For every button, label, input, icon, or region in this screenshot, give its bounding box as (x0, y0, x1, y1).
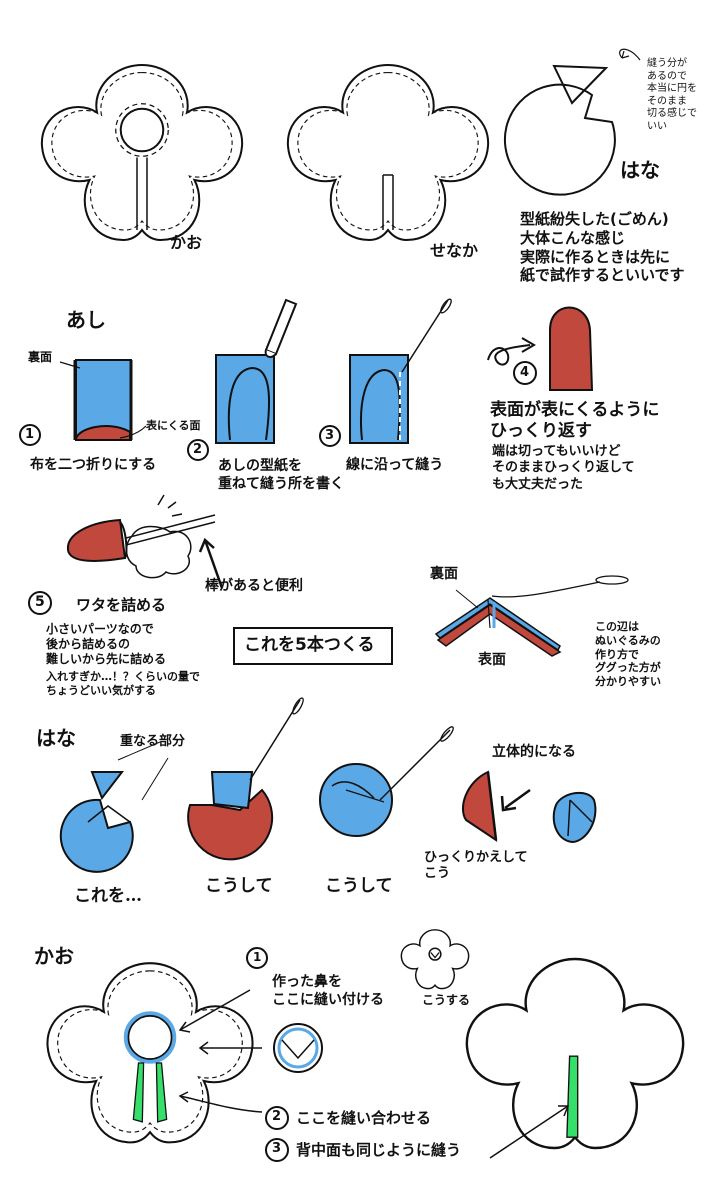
flower-title: はな (36, 726, 76, 750)
leg-step4-text: 表面が表にくるように ひっくり返す (490, 400, 660, 442)
face-assembly-drawing (46, 962, 254, 1144)
seam-diagram-back-label: 裏面 (430, 566, 458, 582)
flower-pattern (503, 48, 641, 196)
seam-diagram (434, 575, 629, 657)
leg-step5-number: 5 (35, 594, 45, 610)
flower-step3-drawing (319, 726, 454, 837)
make-five-box (233, 627, 393, 665)
face-step3-text: 背中面も同じように縫う (296, 1141, 462, 1159)
leg-step1-number: 1 (25, 427, 35, 442)
back-pattern-label: せなか (430, 241, 479, 260)
stick-tip: 棒があると便利 (205, 578, 303, 594)
face-step1-text: 作った鼻を ここに縫い付ける (272, 974, 384, 1008)
leg-step1-text: 布を二つ折りにする (30, 457, 157, 473)
flower-caption-4: ひっくりかえして こう (424, 850, 528, 882)
flower-step4-drawing (462, 770, 597, 844)
stuffing-amount-note: 入れすぎか…！？くらいの量で ちょうどいい気がする (46, 670, 200, 697)
face-arrows (178, 989, 263, 1113)
small-face-result (400, 929, 470, 990)
leg-step2-number: 2 (193, 442, 203, 457)
legs-title: あし (66, 308, 106, 332)
flower-caption-1: これを… (74, 886, 142, 906)
face-step3-number: 3 (272, 1141, 282, 1156)
face-step2-text: ここを縫い合わせる (296, 1109, 432, 1127)
back-seam-arrow (489, 1105, 570, 1159)
leg-step4-drawing (487, 306, 594, 391)
leg-step3-text: 線に沿って縫う (346, 457, 444, 473)
leg-step5-note: 小さいパーツなので 後から詰めるの 難しいから先に詰める (46, 622, 167, 666)
leg-step4-note: 端は切ってもいいけど そのままひっくり返して も大丈夫だった (492, 444, 635, 492)
face-step2-number: 2 (272, 1109, 282, 1124)
leg-step1-drawing (59, 359, 147, 441)
leg-back-side-label: 裏面 (28, 350, 53, 364)
flower-step1-drawing (59, 741, 169, 873)
leg-step2-text: あしの型紙を 重ねて縫う所を書く (218, 458, 344, 492)
leg-step5-text: ワタを詰める (76, 596, 167, 614)
flower-caption-3: こうして (325, 876, 393, 896)
face-pattern-label: かお (170, 233, 203, 252)
leg-step3-number: 3 (325, 428, 335, 443)
leg-front-side-label: 表にくる面 (146, 419, 201, 432)
flower-step2-drawing (187, 697, 304, 861)
seam-diagram-front-label: 表面 (478, 652, 506, 668)
three-d-label: 立体的になる (492, 744, 576, 760)
seam-note: 縫う分が あるので 本当に円を そのまま 切る感じで いい (647, 58, 697, 132)
leg-step5-drawing (66, 494, 224, 589)
back-face-result (465, 957, 685, 1150)
face-pattern (40, 64, 244, 241)
make-five-text: これを5本つくる (244, 635, 375, 655)
back-pattern (286, 64, 490, 241)
face-title: かお (34, 944, 74, 968)
leg-step2-drawing (215, 298, 298, 444)
face-result-label: こうする (422, 993, 471, 1007)
flower-caption-2: こうして (205, 876, 273, 896)
seam-diagram-note: この辺は ぬいぐるみの 作り方で ググった方が 分かりやすい (595, 620, 661, 688)
overlap-label: 重なる部分 (120, 734, 186, 749)
face-step1-number: 1 (253, 950, 262, 964)
number-circles (19, 424, 341, 1162)
lost-pattern-note: 型紙紛失した(ごめん) 大体こんな感じ 実際に作るときは先に 紙で試作するといい… (520, 210, 685, 285)
leg-step3-drawing (349, 298, 452, 444)
leg-step4-number: 4 (520, 365, 530, 380)
nose-piece (273, 1023, 323, 1073)
flower-pattern-label: はな (620, 158, 660, 182)
